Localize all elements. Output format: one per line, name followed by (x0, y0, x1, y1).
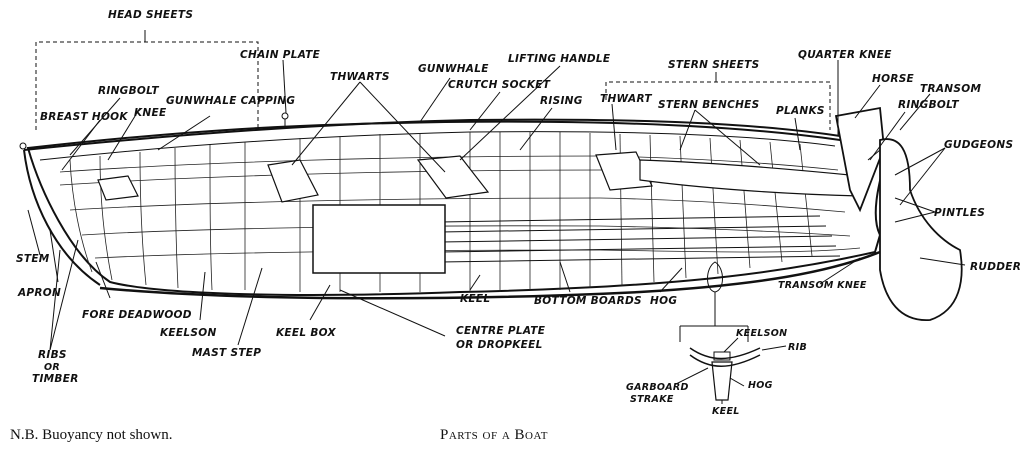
label-ribs-1: RIBS (38, 349, 67, 361)
label-keel-box: KEEL BOX (276, 327, 336, 339)
label-head-sheets: HEAD SHEETS (108, 9, 193, 21)
label-quarter-knee: QUARTER KNEE (798, 49, 892, 61)
label-inset-hog: HOG (748, 380, 773, 391)
stern-sheets-bracket (605, 81, 831, 130)
label-ribs-3: TIMBER (32, 373, 79, 385)
diagram-title: Parts of a Boat (440, 427, 548, 443)
label-gunwhale-capping: GUNWHALE CAPPING (166, 95, 295, 107)
rudder-shape (879, 138, 963, 321)
label-ribs-2: OR (44, 362, 60, 373)
buoyancy-note: N.B. Buoyancy not shown. (10, 427, 173, 443)
label-fore-deadwood: FORE DEADWOOD (82, 309, 192, 321)
label-transom-knee: TRANSOM KNEE (778, 280, 867, 291)
label-centre-plate-2: OR DROPKEEL (456, 339, 543, 351)
label-pintles: PINTLES (934, 207, 985, 219)
bottom-boards (439, 215, 841, 263)
label-gunwhale: GUNWHALE (418, 63, 489, 75)
label-apron: APRON (17, 287, 61, 299)
label-knee: KNEE (134, 107, 167, 119)
label-hog: HOG (650, 295, 677, 307)
label-gudgeons: GUDGEONS (944, 139, 1013, 151)
label-inset-keel: KEEL (712, 406, 740, 417)
label-mast-step: MAST STEP (192, 347, 261, 359)
label-planks: PLANKS (776, 105, 825, 117)
label-ringbolt-stern: RINGBOLT (898, 99, 959, 111)
thwarts (97, 151, 653, 203)
label-horse: HORSE (872, 73, 915, 85)
chain-plate-ring (281, 112, 289, 120)
label-ringbolt-bow: RINGBOLT (98, 85, 159, 97)
gunwhale-rail (23, 118, 841, 151)
part-labels: HEAD SHEETS CHAIN PLATE THWARTS GUNWHALE… (16, 9, 1021, 417)
leader-lines (27, 59, 966, 351)
hull-outline (26, 120, 887, 296)
label-thwart: THWART (600, 93, 652, 105)
label-stern-sheets: STERN SHEETS (668, 59, 759, 71)
hull-drawing (19, 106, 963, 321)
label-lifting-handle: LIFTING HANDLE (508, 53, 611, 65)
label-inset-rib: RIB (788, 342, 807, 353)
label-transom: TRANSOM (920, 83, 981, 95)
transom-board (834, 106, 885, 213)
label-bottom-boards: BOTTOM BOARDS (534, 295, 642, 307)
label-stem: STEM (16, 253, 50, 265)
label-inset-garboard-2: STRAKE (630, 394, 674, 405)
label-rudder: RUDDER (970, 261, 1021, 273)
label-centre-plate-1: CENTRE PLATE (456, 325, 546, 337)
label-chain-plate: CHAIN PLATE (240, 49, 321, 61)
label-crutch-socket: CRUTCH SOCKET (448, 79, 551, 91)
label-inset-keelson: KEELSON (736, 328, 787, 339)
label-breast-hook: BREAST HOOK (40, 111, 128, 123)
keel-box (312, 204, 446, 274)
label-rising: RISING (540, 95, 583, 107)
keel-line (99, 250, 881, 300)
stem-head (19, 142, 27, 150)
label-keel: KEEL (460, 293, 490, 305)
inset-keel-block (711, 361, 733, 401)
inset-keelson-block (713, 351, 731, 361)
label-stern-benches: STERN BENCHES (658, 99, 760, 111)
keel-cross-section-inset (675, 325, 787, 404)
label-inset-garboard-1: GARBOARD (626, 382, 689, 393)
boat-diagram: HEAD SHEETS CHAIN PLATE THWARTS GUNWHALE… (16, 9, 1021, 417)
label-keelson: KEELSON (160, 327, 217, 339)
label-thwarts: THWARTS (330, 71, 390, 83)
stem-piece (23, 149, 101, 286)
head-sheets-bracket (35, 41, 259, 130)
